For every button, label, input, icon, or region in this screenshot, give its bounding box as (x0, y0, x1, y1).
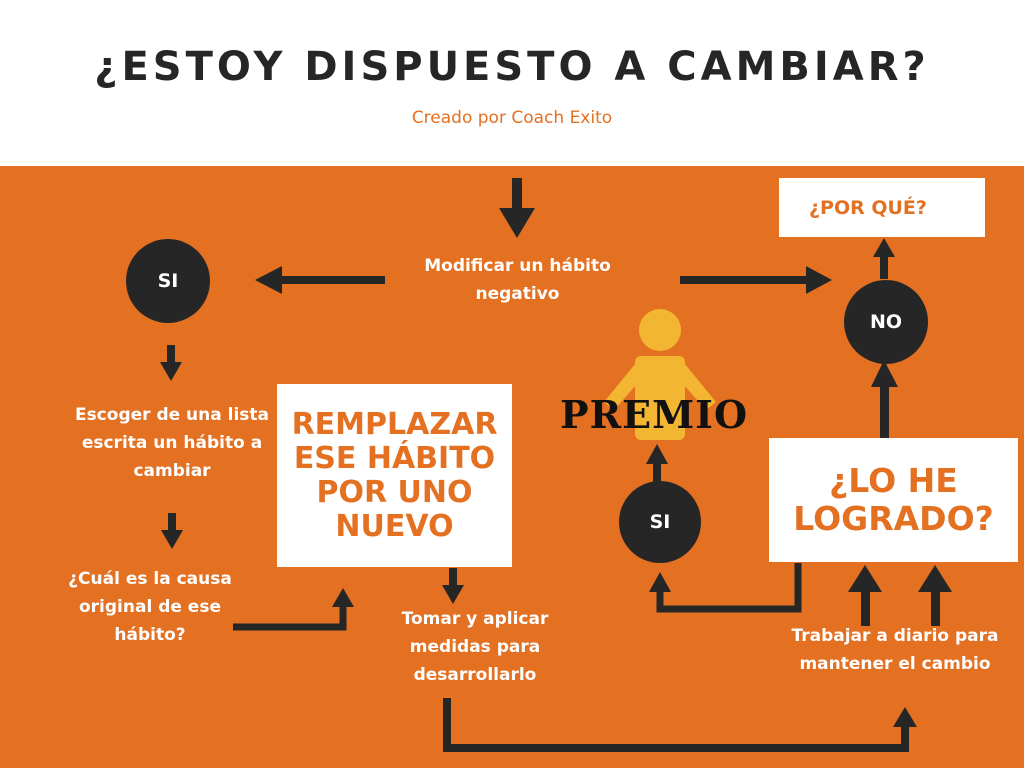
node-start: Modificar un hábito negativo (424, 256, 611, 304)
node-causa: ¿Cuál es la causa original de ese hábito… (68, 569, 232, 645)
arrow-logrado-si (649, 563, 802, 613)
arrow-up-no (871, 360, 898, 438)
node-logrado: ¿LO HE LOGRADO? (769, 438, 1018, 562)
arrow-up-porque (873, 238, 895, 279)
node-premio: PREMIO (560, 392, 749, 437)
node-si-left: SI (126, 239, 210, 323)
page-title: ¿ESTOY DISPUESTO A CAMBIAR? (94, 44, 930, 90)
arrow-down-start (499, 178, 535, 238)
arrow-right-no (680, 266, 832, 294)
arrow-up-trabajar-2 (918, 565, 952, 626)
node-tomar: Tomar y aplicar medidas para desarrollar… (401, 609, 549, 685)
node-escoger: Escoger de una lista escrita un hábito a… (74, 405, 270, 481)
node-porque: ¿POR QUÉ? (779, 178, 985, 237)
arrow-down-causa (161, 513, 183, 549)
arrow-up-premio (646, 444, 668, 482)
node-trabajar: Trabajar a diario para mantener el cambi… (791, 626, 999, 674)
subtitle: Creado por Coach Exito (411, 108, 613, 128)
arrow-down-tomar (442, 568, 464, 604)
arrow-causa-remplazar (233, 588, 354, 631)
person-icon (604, 309, 716, 440)
node-no: NO (844, 280, 928, 364)
arrow-tomar-trabajar (443, 698, 917, 752)
arrow-left-si (255, 266, 385, 294)
arrow-up-trabajar-1 (848, 565, 882, 626)
node-si-right: SI (619, 481, 701, 563)
node-remplazar: REMPLAZAR ESE HÁBITO POR UNO NUEVO (277, 384, 512, 567)
arrow-down-escoger (160, 345, 182, 381)
